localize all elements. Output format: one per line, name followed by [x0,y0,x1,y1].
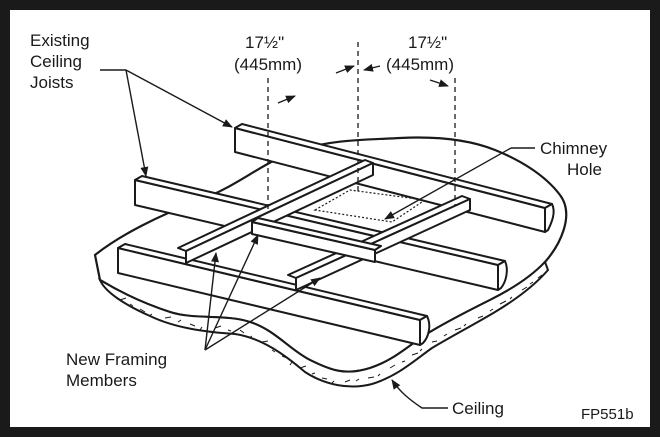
new-framing-label-1: New Framing [66,350,167,369]
joist-front [117,243,431,346]
chimney-hole-label-1: Chimney [540,139,608,158]
dimension-left-inches: 17½" [245,33,284,52]
dimension-right-inches: 17½" [408,33,447,52]
leader-lines [100,69,535,409]
ceiling-label: Ceiling [452,399,504,418]
dimension-right-mm: (445mm) [386,55,454,74]
dimension-lines [267,42,456,210]
existing-joists-label-2: Ceiling [30,52,82,71]
existing-joists-label-1: Existing [30,31,90,50]
dimension-left-mm: (445mm) [234,55,302,74]
figure-code: FP551b [581,406,634,423]
chimney-hole-label-2: Hole [567,160,602,179]
new-framing-members [177,159,471,291]
existing-joists-label-3: Joists [30,73,73,92]
new-framing-label-2: Members [66,371,137,390]
